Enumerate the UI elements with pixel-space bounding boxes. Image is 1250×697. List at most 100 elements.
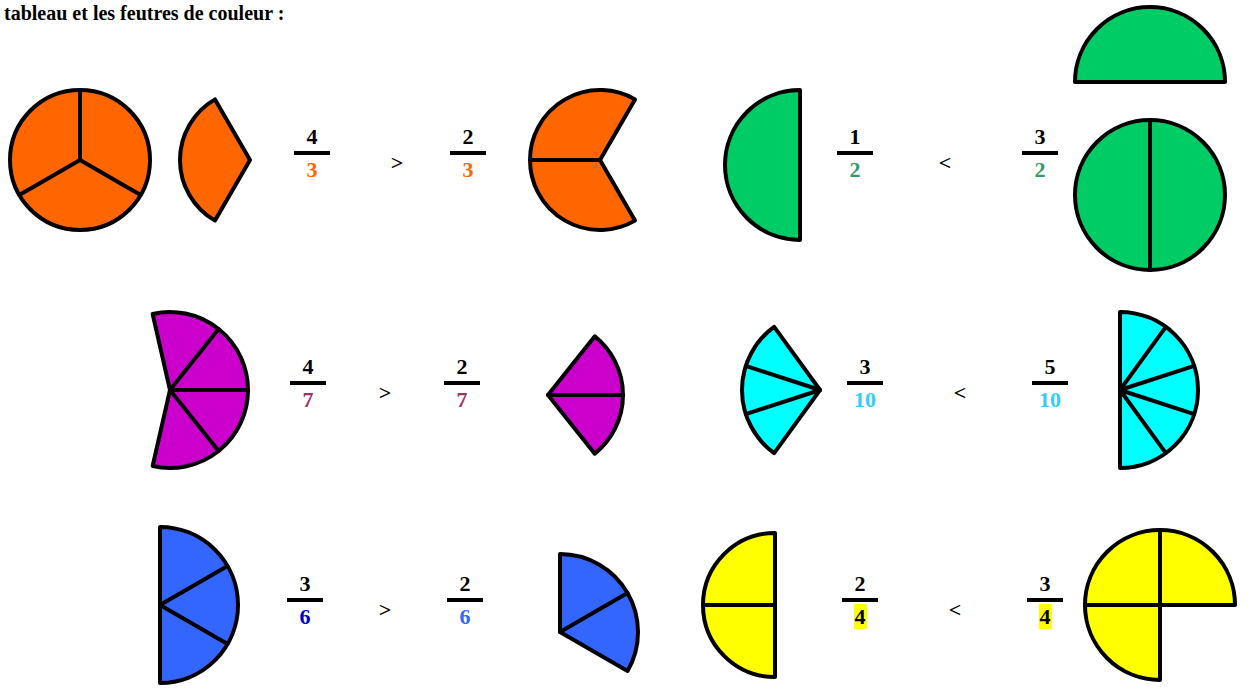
comparison-sign: < — [939, 150, 952, 176]
fraction: 47 — [290, 355, 326, 412]
fraction-sector — [1085, 530, 1235, 680]
fraction-sector — [742, 327, 820, 453]
denominator-wrap: 7 — [444, 388, 480, 412]
divider-line — [560, 593, 628, 632]
fraction: 24 — [842, 572, 878, 629]
numerator: 3 — [1027, 572, 1063, 596]
divider-line — [19, 160, 80, 195]
divider-line — [548, 393, 623, 397]
fraction: 43 — [294, 125, 330, 182]
divider-line — [1085, 603, 1160, 607]
fraction: 34 — [1027, 572, 1063, 629]
fraction: 36 — [287, 572, 323, 629]
denominator-wrap: 3 — [294, 158, 330, 182]
comparison-sign: > — [379, 597, 392, 623]
fraction-bar — [447, 598, 483, 602]
fraction-circle — [1075, 120, 1225, 270]
denominator: 3 — [463, 157, 474, 182]
fraction-sector — [160, 527, 238, 683]
fraction: 310 — [847, 355, 883, 412]
numerator: 1 — [837, 125, 873, 149]
numerator: 2 — [447, 572, 483, 596]
denominator: 6 — [300, 604, 311, 629]
comparison-sign: < — [954, 380, 967, 406]
fraction: 12 — [837, 125, 873, 182]
fraction-circle — [10, 90, 150, 230]
numerator: 2 — [842, 572, 878, 596]
numerator: 4 — [290, 355, 326, 379]
denominator-wrap: 7 — [290, 388, 326, 412]
fraction-sector — [560, 554, 638, 671]
fraction-bar — [847, 381, 883, 385]
numerator: 2 — [444, 355, 480, 379]
numerator: 3 — [847, 355, 883, 379]
denominator: 2 — [1035, 157, 1046, 182]
fraction-bar — [842, 598, 878, 602]
fraction-sector — [1075, 7, 1225, 82]
denominator-wrap: 10 — [847, 388, 883, 412]
fraction: 510 — [1032, 355, 1068, 412]
comparison-sign: > — [391, 150, 404, 176]
fraction-sector — [530, 90, 635, 230]
denominator: 10 — [1039, 387, 1061, 412]
fraction-bar — [444, 381, 480, 385]
divider-line — [1120, 366, 1194, 390]
divider-line — [78, 90, 82, 160]
fraction-bar — [1027, 598, 1063, 602]
denominator-wrap: 2 — [837, 158, 873, 182]
divider-line — [160, 605, 228, 644]
divider-line — [170, 388, 248, 392]
denominator: 4 — [854, 604, 867, 629]
fraction-bar — [837, 151, 873, 155]
divider-line — [80, 160, 141, 195]
comparison-sign: > — [379, 380, 392, 406]
denominator-wrap: 4 — [842, 605, 878, 629]
denominator: 4 — [1039, 604, 1052, 629]
divider-line — [1148, 120, 1152, 195]
divider-line — [746, 366, 820, 390]
divider-line — [746, 390, 820, 414]
denominator-wrap: 3 — [450, 158, 486, 182]
fraction-sector — [548, 336, 623, 453]
fraction-sector — [725, 90, 800, 240]
fraction-sector — [153, 312, 248, 468]
denominator-wrap: 10 — [1032, 388, 1068, 412]
denominator: 7 — [457, 387, 468, 412]
fraction: 26 — [447, 572, 483, 629]
divider-line — [160, 566, 228, 605]
divider-line — [1158, 530, 1162, 605]
fraction-bar — [294, 151, 330, 155]
denominator: 3 — [307, 157, 318, 182]
denominator: 10 — [854, 387, 876, 412]
fraction: 27 — [444, 355, 480, 412]
numerator: 3 — [287, 572, 323, 596]
comparison-sign: < — [949, 597, 962, 623]
fraction-bar — [1032, 381, 1068, 385]
fraction-sector — [1120, 312, 1198, 468]
numerator: 4 — [294, 125, 330, 149]
fraction-sector — [703, 533, 775, 677]
divider-line — [170, 329, 219, 390]
denominator-wrap: 2 — [1022, 158, 1058, 182]
denominator: 6 — [460, 604, 471, 629]
denominator-wrap: 4 — [1027, 605, 1063, 629]
fraction-bar — [450, 151, 486, 155]
numerator: 5 — [1032, 355, 1068, 379]
denominator-wrap: 6 — [287, 605, 323, 629]
fraction-bar — [290, 381, 326, 385]
divider-line — [1120, 390, 1166, 453]
divider-line — [1148, 195, 1152, 270]
divider-line — [530, 158, 600, 162]
denominator: 2 — [850, 157, 861, 182]
fraction: 23 — [450, 125, 486, 182]
fraction-sector — [180, 99, 250, 220]
worksheet-instruction: tableau et les feutres de couleur : — [4, 2, 284, 25]
divider-line — [170, 390, 219, 451]
denominator-wrap: 6 — [447, 605, 483, 629]
divider-line — [703, 603, 775, 607]
fraction-bar — [1022, 151, 1058, 155]
numerator: 2 — [450, 125, 486, 149]
denominator: 7 — [303, 387, 314, 412]
fraction-bar — [287, 598, 323, 602]
